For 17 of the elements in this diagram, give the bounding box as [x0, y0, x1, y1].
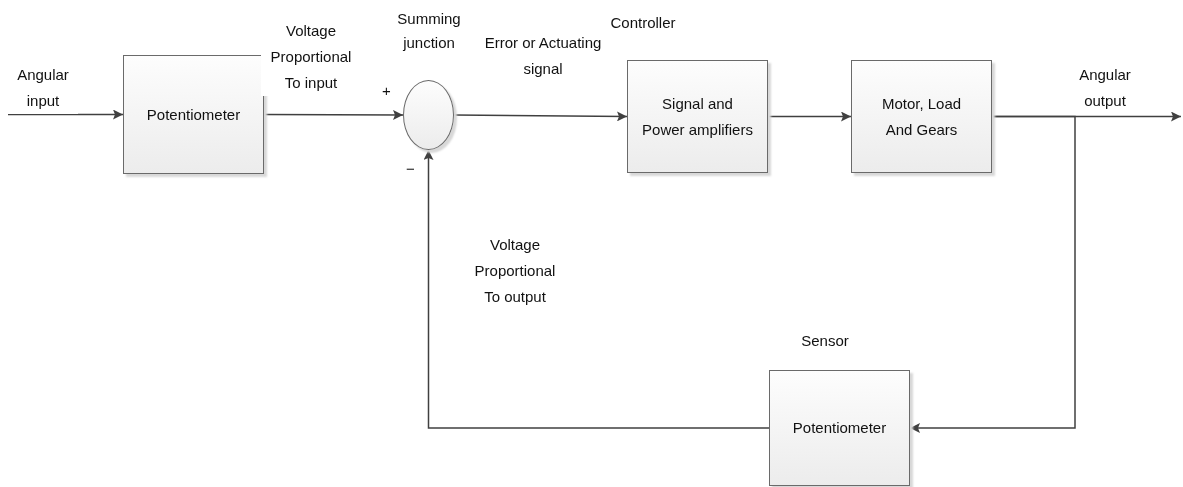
sign-label: −	[406, 160, 415, 177]
process-box	[123, 55, 264, 174]
arrow	[909, 115, 1076, 433]
arrow	[423, 149, 770, 429]
block-heading: Summing junction	[396, 9, 462, 53]
block-heading: Sensor	[800, 331, 850, 351]
sign-label: +	[382, 82, 391, 99]
arrow	[767, 111, 852, 122]
block-label: Motor, Load And Gears	[880, 93, 963, 140]
block-label: Potentiometer	[146, 104, 241, 125]
process-box	[851, 60, 992, 173]
arrow	[263, 109, 404, 120]
block-heading: Controller	[609, 13, 677, 33]
arrow	[7, 109, 124, 120]
block-label: Potentiometer	[792, 418, 887, 438]
arrow	[453, 111, 628, 122]
block-label: Signal and Power amplifiers	[641, 93, 754, 140]
